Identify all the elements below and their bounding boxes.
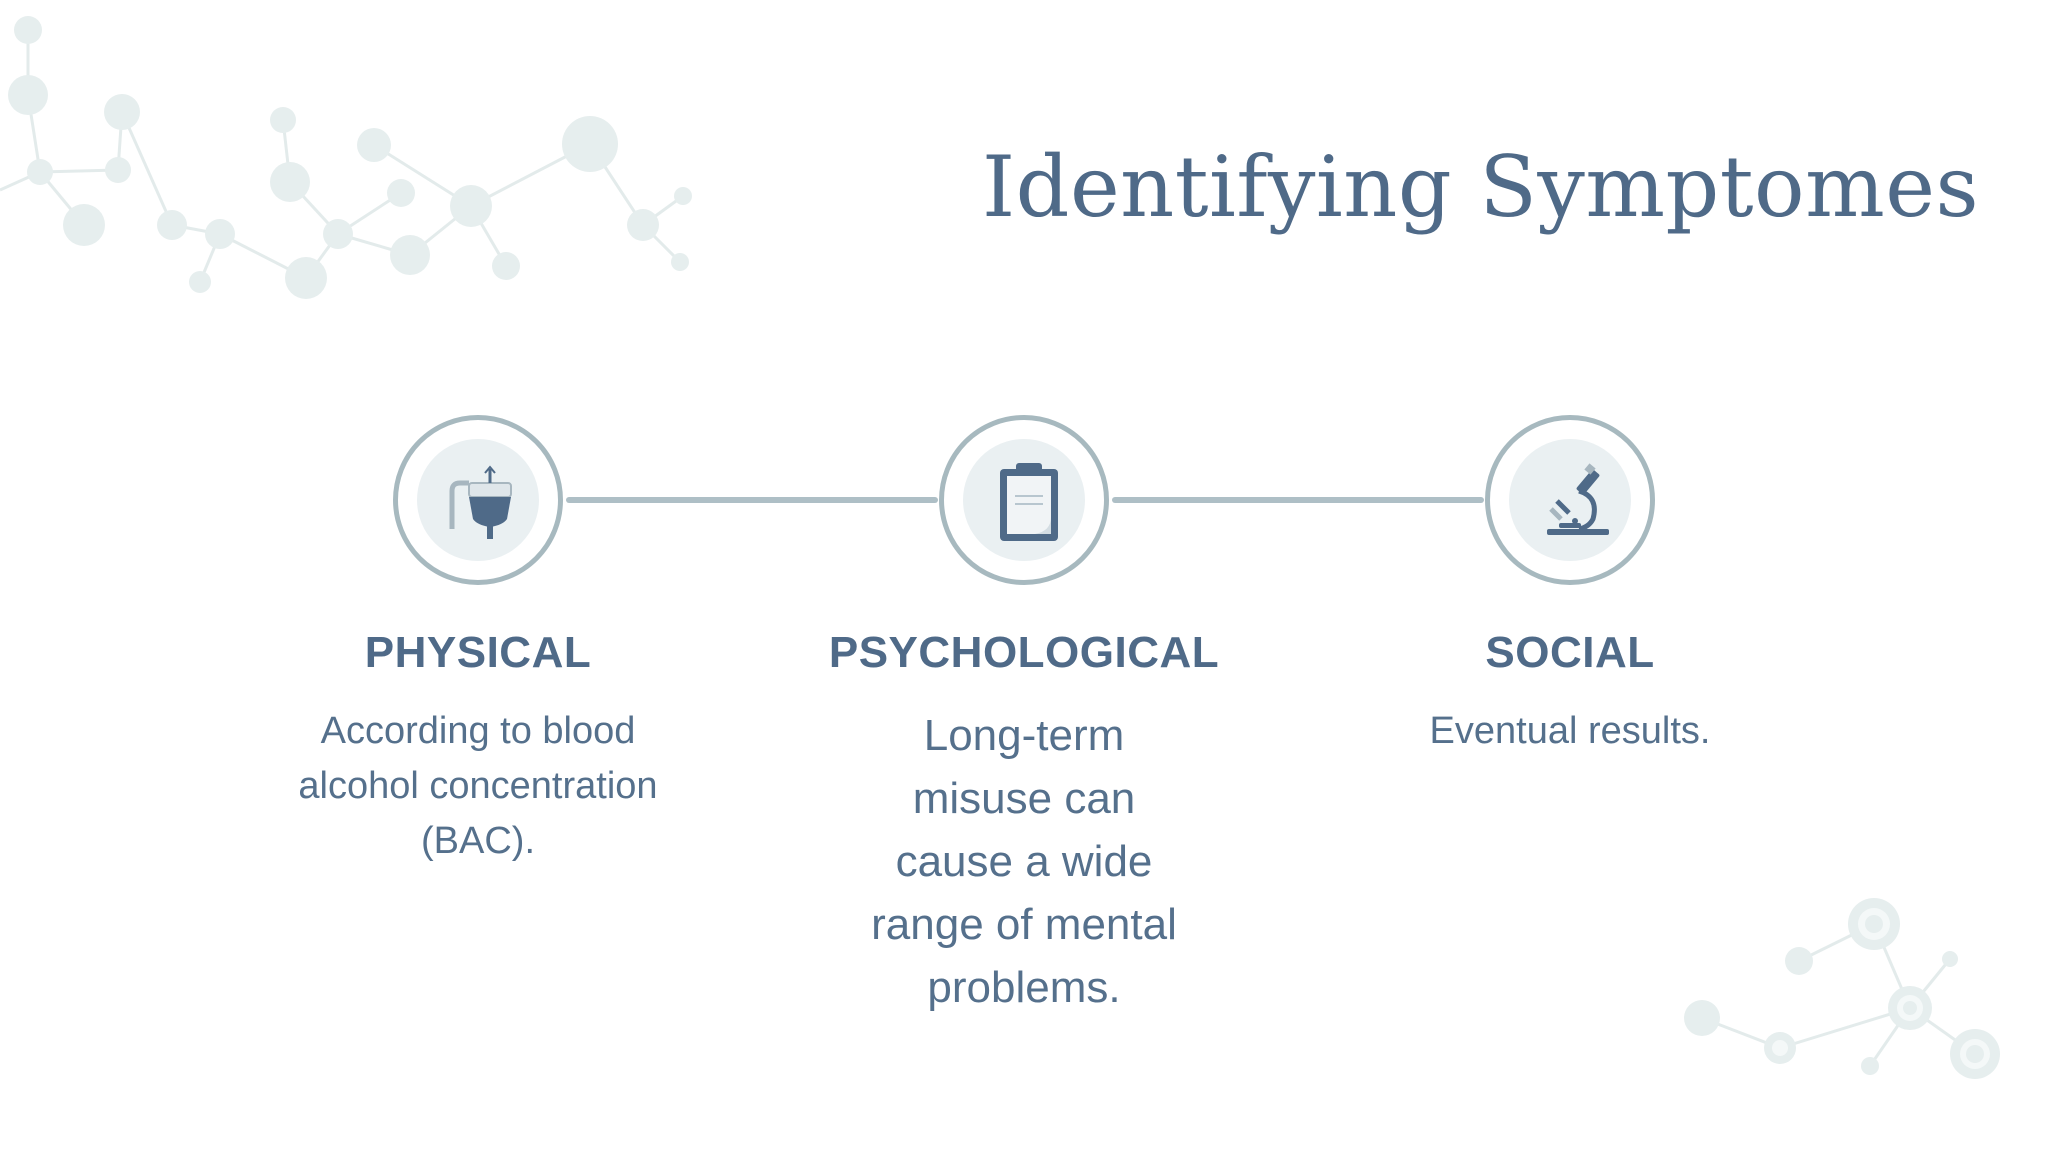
step-physical: PHYSICAL According to blood alcohol conc… (268, 0, 688, 1152)
step-description: Long-term misuse can cause a wide range … (871, 711, 1177, 1012)
step-icon-ring (939, 415, 1109, 585)
step-icon-ring (1485, 415, 1655, 585)
step-heading: PHYSICAL (364, 628, 592, 677)
timeline-connector (566, 497, 938, 503)
step-description: Eventual results. (1429, 710, 1711, 752)
step-social: SOCIAL Eventual results. (1360, 0, 1780, 1152)
timeline-connector (1112, 497, 1484, 503)
step-icon-ring (393, 415, 563, 585)
slide-title: Identifying Symptomes (982, 138, 1980, 236)
step-heading: SOCIAL (1485, 628, 1655, 677)
step-heading: PSYCHOLOGICAL (828, 628, 1220, 677)
clipboard-icon (1000, 463, 1058, 541)
microscope-icon (1547, 463, 1609, 535)
step-description: According to blood alcohol concentration… (298, 710, 658, 862)
iv-bag-icon (449, 465, 512, 539)
step-icon-background (963, 439, 1085, 561)
step-icon-background (417, 439, 539, 561)
step-psychological: PSYCHOLOGICAL Long-term misuse can cause… (814, 0, 1234, 1152)
step-icon-background (1509, 439, 1631, 561)
molecule-decoration-top-left (0, 16, 692, 299)
